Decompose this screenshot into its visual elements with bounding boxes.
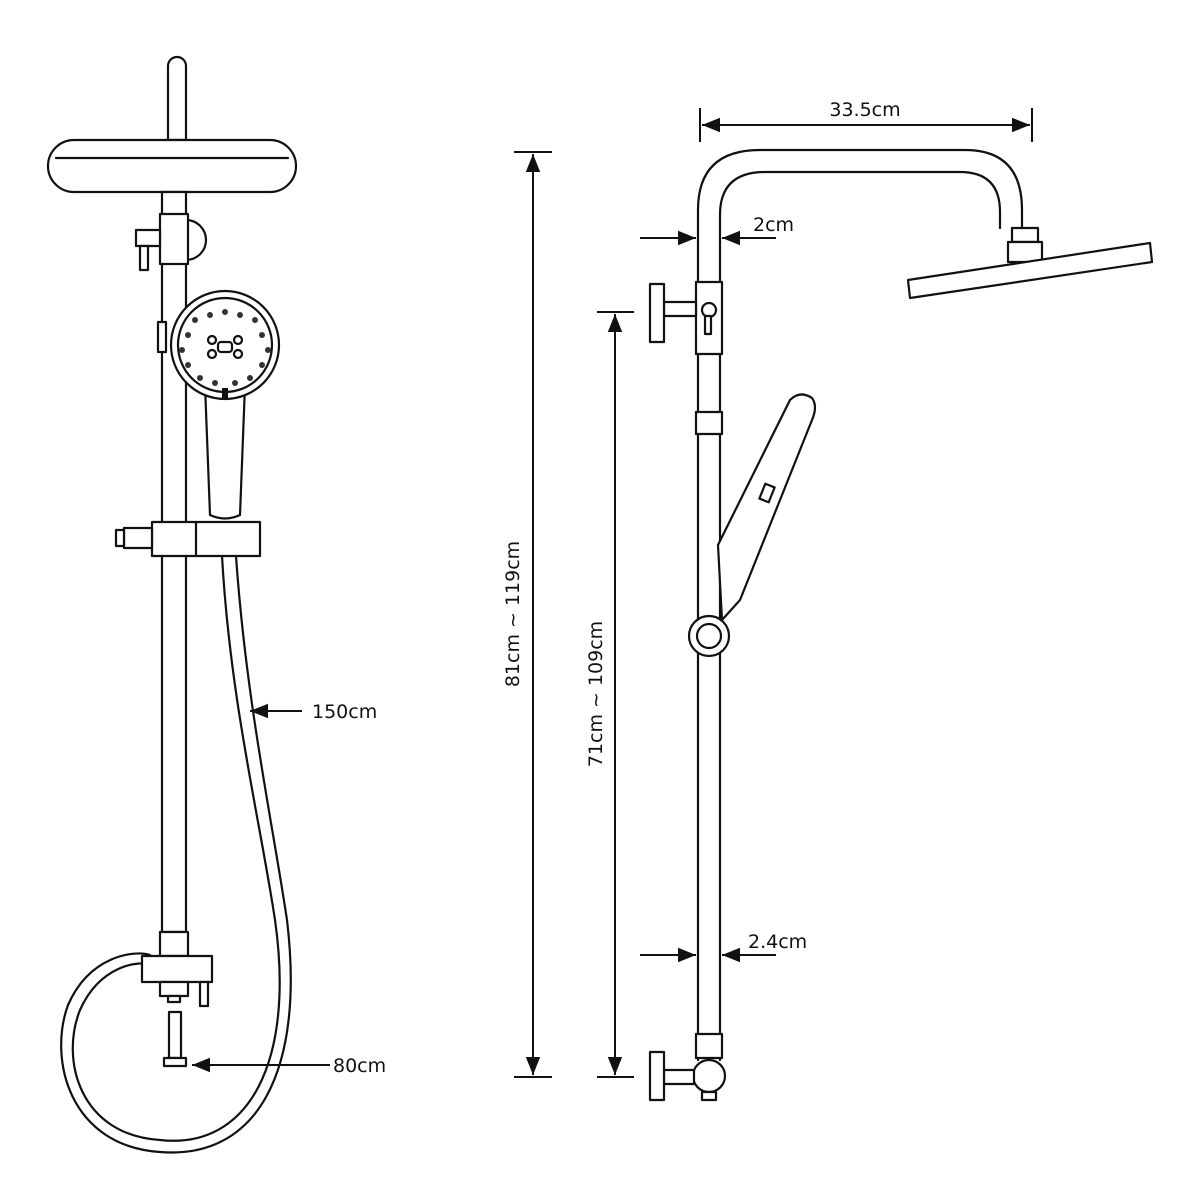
rain-shower-head-front bbox=[46, 138, 298, 194]
slider-knob-side bbox=[687, 614, 731, 658]
side-view bbox=[648, 148, 1154, 1102]
hose-150cm bbox=[71, 554, 281, 1142]
hand-shower-front bbox=[169, 289, 281, 520]
label-80cm: 80cm bbox=[333, 1055, 386, 1077]
dimension-80cm: 80cm bbox=[192, 1055, 386, 1077]
label-overall-height: 81cm ~ 119cm bbox=[502, 541, 524, 687]
top-riser bbox=[166, 55, 188, 142]
mixer-valve-side bbox=[648, 1032, 727, 1102]
riser-and-arm-side bbox=[696, 148, 1024, 1062]
mixer-valve-front bbox=[140, 930, 214, 1068]
dimension-2-4cm: 2.4cm bbox=[640, 931, 807, 963]
dimension-rail-height: 71cm ~ 109cm bbox=[585, 311, 634, 1078]
label-rail-height: 71cm ~ 109cm bbox=[585, 621, 607, 767]
label-150cm: 150cm bbox=[312, 701, 377, 723]
diverter-side bbox=[648, 280, 724, 356]
slide-bracket-front bbox=[114, 520, 262, 558]
dimension-150cm: 150cm bbox=[250, 701, 377, 723]
label-2cm: 2cm bbox=[753, 214, 794, 236]
label-2-4cm: 2.4cm bbox=[748, 931, 807, 953]
label-33-5cm: 33.5cm bbox=[829, 99, 900, 121]
rain-shower-head-side bbox=[906, 241, 1154, 300]
dimension-2cm: 2cm bbox=[640, 214, 794, 246]
dimension-overall-height: 81cm ~ 119cm bbox=[502, 151, 552, 1078]
front-view bbox=[46, 55, 298, 1154]
main-rail-front bbox=[160, 190, 188, 934]
hand-shower-side bbox=[716, 393, 817, 622]
dimension-33-5cm: 33.5cm bbox=[699, 99, 1033, 142]
